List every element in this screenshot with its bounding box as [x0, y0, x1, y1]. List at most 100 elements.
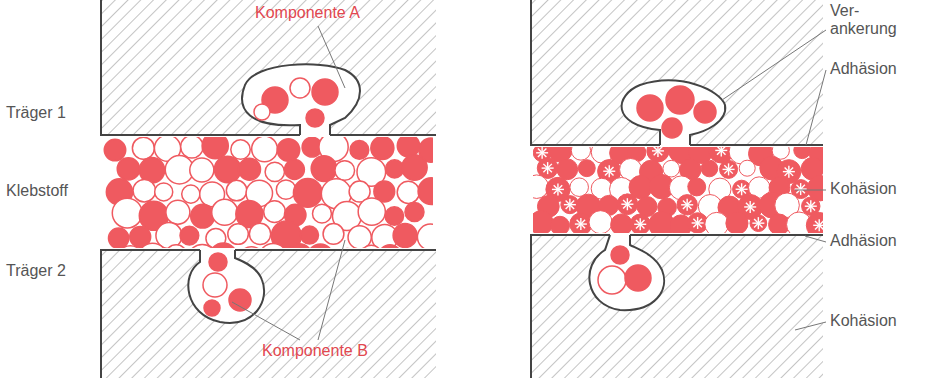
crosslink: [667, 164, 675, 172]
adhesive-particle: [637, 197, 657, 217]
adhesive-particle: [191, 204, 215, 228]
adhesive-particle: [371, 137, 394, 160]
adhesive-particle: [202, 137, 228, 159]
crosslink: [693, 219, 701, 227]
adhesive-particle: [625, 265, 651, 291]
adhesive-particle: [647, 147, 669, 162]
adhesive-particle: [239, 158, 261, 180]
adhesive-particle: [311, 156, 337, 182]
adhesive-particle: [348, 226, 371, 248]
adhesive-particle: [285, 160, 305, 180]
crosslink: [605, 167, 613, 175]
adhesive-particle: [132, 137, 154, 159]
crosslink: [566, 200, 574, 208]
substrate-1-right: [531, 0, 823, 145]
adhesive-particle: [662, 118, 682, 138]
adhesive-particle: [358, 198, 385, 225]
adhesive-particle: [108, 228, 128, 248]
part-label: Ver- ankerung: [830, 2, 910, 39]
adhesive-particle: [156, 223, 182, 248]
adhesive-particle: [300, 226, 318, 244]
crosslink: [785, 167, 793, 175]
adhesive-particle: [204, 300, 220, 316]
adhesive-particle: [570, 178, 589, 197]
adhesive-particle: [252, 137, 278, 162]
adhesive-particle: [598, 266, 626, 294]
crosslink: [683, 201, 691, 209]
adhesive-particle: [720, 160, 738, 178]
adhesive-particle: [393, 224, 417, 248]
adhesive-particle: [637, 95, 663, 121]
adhesive-particle: [402, 155, 427, 180]
leader-lines: [232, 26, 826, 340]
part-label: Adhäsion: [830, 60, 897, 78]
crosslink: [617, 185, 625, 193]
adhesive-particle: [259, 243, 287, 248]
adhesive-particle: [701, 160, 718, 177]
adhesive-particle: [209, 243, 237, 248]
adhesive-particle: [239, 247, 265, 248]
adhesive-particle: [630, 214, 650, 233]
adhesive-particle: [182, 185, 200, 203]
adhesive-particle: [286, 244, 312, 248]
adhesive-layer-left: [104, 137, 433, 248]
crosslink: [754, 219, 762, 227]
adhesive-particle: [739, 160, 755, 176]
crosslink: [717, 147, 725, 155]
part-label: Adhäsion: [830, 232, 897, 250]
adhesive-particle: [254, 104, 270, 120]
adhesive-particle: [203, 273, 227, 297]
adhesive-particle: [323, 224, 344, 245]
adhesive-particle: [228, 224, 249, 245]
adhesive-particle: [249, 223, 270, 244]
adhesive-particle: [104, 139, 125, 160]
adhesive-particle: [212, 199, 238, 225]
part-label: Komponente A: [255, 4, 360, 22]
adhesive-particle: [290, 78, 310, 98]
adhesive-particle: [231, 140, 250, 159]
adhesive-particle: [397, 137, 419, 157]
adhesive-particle: [209, 253, 227, 271]
adhesive-particle: [694, 101, 716, 123]
part-label: Klebstoff: [6, 182, 68, 200]
adhesive-particle: [190, 158, 214, 182]
adhesive-particle: [397, 181, 419, 203]
adhesive-particle: [550, 216, 569, 233]
adhesive-particle: [750, 215, 767, 232]
adhesive-particle: [617, 194, 638, 215]
adhesive-particle: [705, 212, 729, 233]
adhesive-particle: [180, 226, 199, 245]
adhesive-particle: [117, 158, 139, 180]
crosslink: [636, 220, 644, 228]
crosslink: [554, 185, 562, 193]
adhesive-particle: [379, 245, 402, 248]
adhesive-particles: [104, 78, 835, 316]
crosslink: [796, 185, 804, 193]
part-label: Träger 2: [6, 262, 66, 280]
crosslink: [777, 147, 785, 155]
adhesive-particle: [417, 224, 433, 248]
substrate-1-left: [101, 0, 436, 135]
crosslink: [538, 149, 546, 157]
adhesive-particle: [229, 289, 251, 311]
crosslink: [677, 184, 685, 192]
crosslink: [654, 147, 662, 155]
adhesive-particle: [313, 204, 332, 223]
adhesive-particle: [405, 203, 424, 222]
adhesive-particle: [277, 139, 299, 161]
adhesive-particle: [293, 179, 322, 208]
part-label: Kohäsion: [830, 180, 897, 198]
adhesive-particle: [112, 198, 142, 228]
adhesive-particle: [165, 245, 187, 248]
adhesive-particle: [155, 183, 173, 201]
adhesive-particle: [385, 207, 403, 225]
adhesive-particle: [589, 211, 612, 233]
adhesive-particle: [312, 79, 338, 105]
substrate-2-right: [531, 235, 823, 378]
part-label: Kohäsion: [830, 312, 897, 330]
adhesive-particle: [418, 178, 433, 205]
crosslink: [815, 221, 823, 229]
adhesive-particle: [350, 141, 369, 160]
adhesive-particle: [557, 159, 578, 180]
